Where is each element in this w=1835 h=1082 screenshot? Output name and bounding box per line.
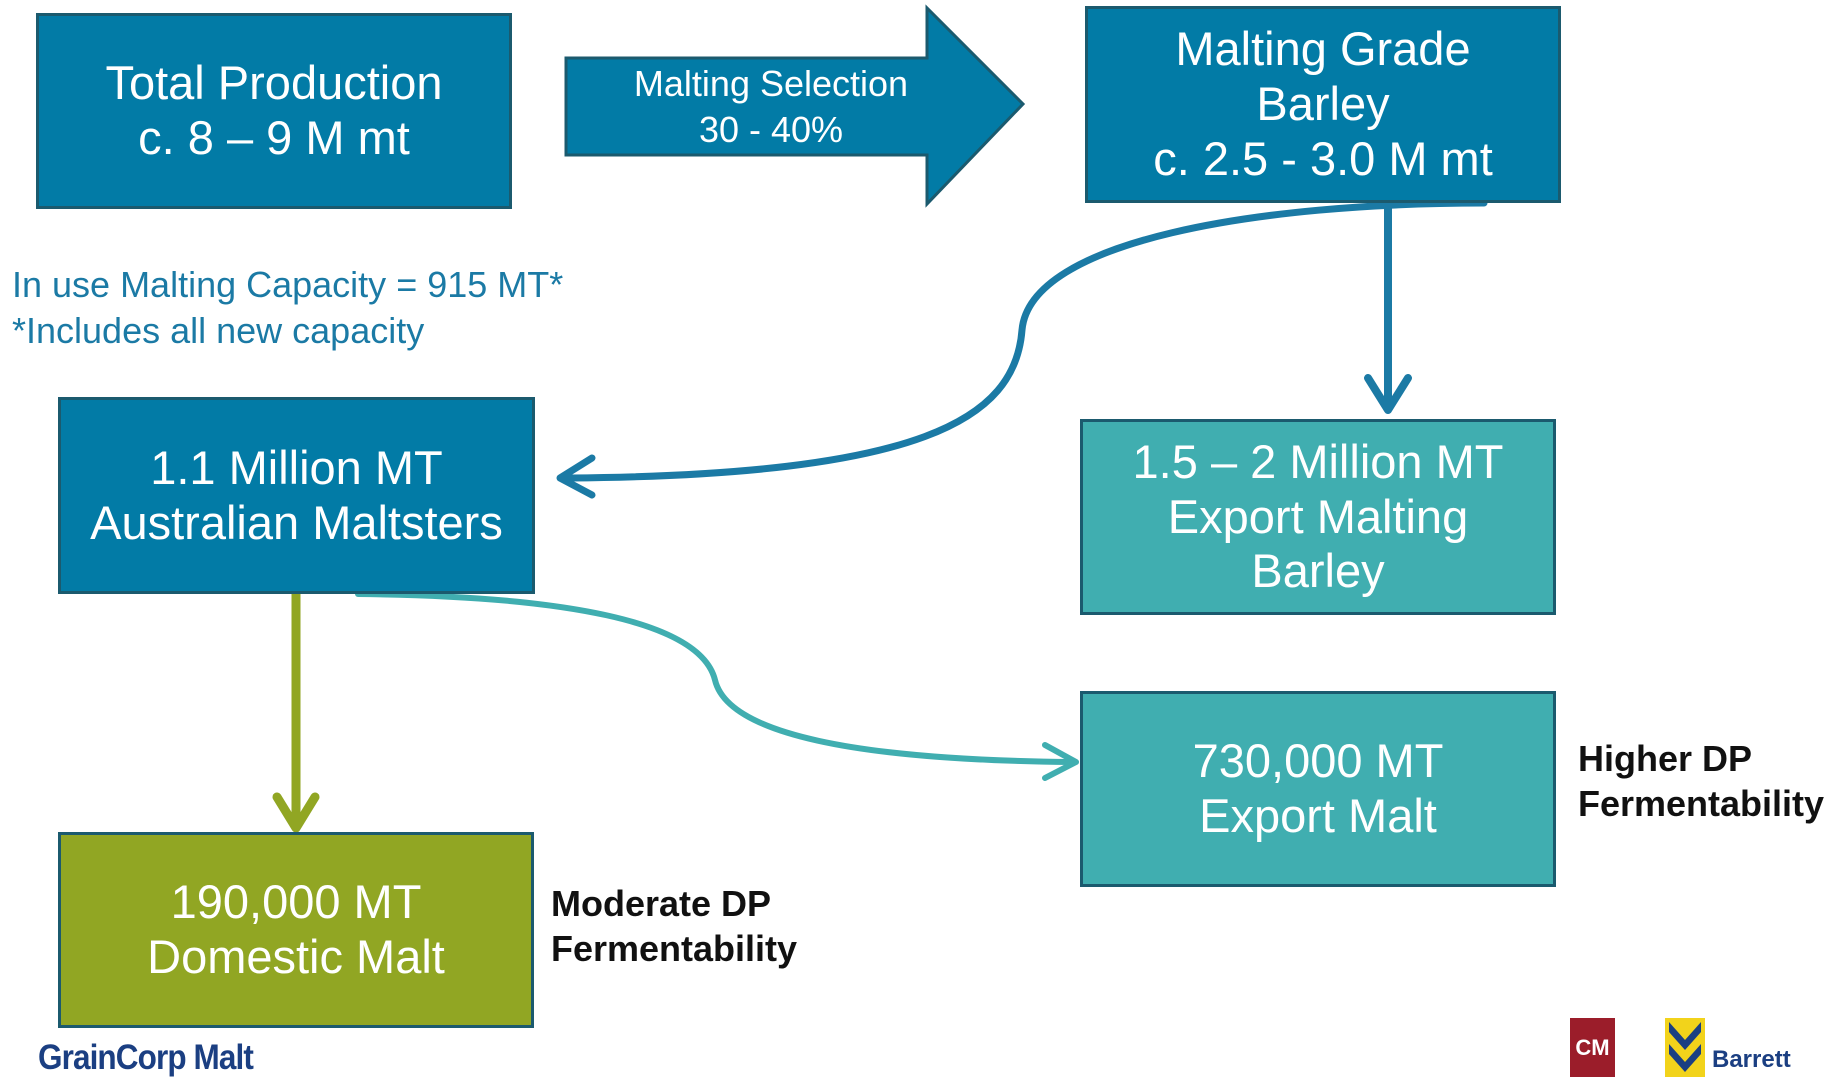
malting-selection-label: Malting Selection 30 - 40% (566, 62, 976, 152)
export-malt-box: 730,000 MT Export Malt (1080, 691, 1556, 887)
arrow-to-domestic-malt-head (272, 792, 320, 833)
cm-logo: CM (1570, 1018, 1615, 1077)
export-barley-line3: Barley (1251, 544, 1385, 598)
domestic-malt-volume: 190,000 MT (170, 875, 422, 929)
maltsters-volume: 1.1 Million MT (150, 440, 443, 494)
export-malt-spec-line2: Fermentability (1578, 783, 1825, 824)
malting-selection-arrow-shape (564, 4, 1026, 208)
domestic-malt-spec-label: Moderate DP Fermentability (551, 881, 797, 971)
graincorp-malt-logo: GrainCorp Malt (38, 1038, 254, 1077)
capacity-note: In use Malting Capacity = 915 MT* *Inclu… (12, 262, 563, 353)
malting-grade-barley-box: Malting Grade Barley c. 2.5 - 3.0 M mt (1085, 6, 1561, 203)
export-barley-line2: Export Malting (1167, 489, 1469, 543)
curve-arrow-to-export-malt (355, 591, 1075, 765)
domestic-malt-spec-line1: Moderate DP (551, 883, 772, 924)
export-malt-spec-label: Higher DP Fermentability (1578, 736, 1824, 826)
maltsters-title: Australian Maltsters (90, 495, 503, 549)
arrow-to-export-barley-head (1364, 374, 1412, 414)
export-malt-volume: 730,000 MT (1192, 734, 1444, 788)
malting-grade-line2: Barley (1256, 77, 1390, 130)
curve-arrow-to-maltsters (566, 199, 1488, 482)
barrett-logo-text: Barrett (1712, 1046, 1791, 1073)
domestic-malt-spec-line2: Fermentability (551, 928, 798, 969)
malting-grade-line1: Malting Grade (1175, 22, 1471, 76)
capacity-note-line1: In use Malting Capacity = 915 MT* (12, 264, 564, 305)
malting-selection-title: Malting Selection (633, 63, 909, 105)
curve-arrow-to-export-malt-head (1042, 742, 1079, 781)
cm-logo-text: CM (1575, 1034, 1610, 1060)
domestic-malt-title: Domestic Malt (147, 930, 445, 983)
capacity-note-line2: *Includes all new capacity (12, 309, 425, 351)
export-malting-barley-box: 1.5 – 2 Million MT Export Malting Barley (1080, 419, 1556, 615)
total-production-title: Total Production (105, 56, 443, 110)
australian-maltsters-box: 1.1 Million MT Australian Maltsters (58, 397, 535, 594)
barrett-logo-mark (1665, 1018, 1705, 1077)
total-production-box: Total Production c. 8 – 9 M mt (36, 13, 512, 209)
export-malt-title: Export Malt (1199, 789, 1437, 842)
export-malt-spec-line1: Higher DP (1578, 738, 1753, 779)
curve-arrow-to-maltsters-head (556, 454, 596, 499)
wheat-icon (1665, 1018, 1705, 1077)
malting-selection-percent: 30 - 40% (698, 109, 844, 150)
malting-grade-volume: c. 2.5 - 3.0 M mt (1153, 131, 1493, 185)
export-barley-volume: 1.5 – 2 Million MT (1132, 434, 1504, 488)
domestic-malt-box: 190,000 MT Domestic Malt (58, 832, 534, 1028)
total-production-value: c. 8 – 9 M mt (138, 111, 410, 164)
